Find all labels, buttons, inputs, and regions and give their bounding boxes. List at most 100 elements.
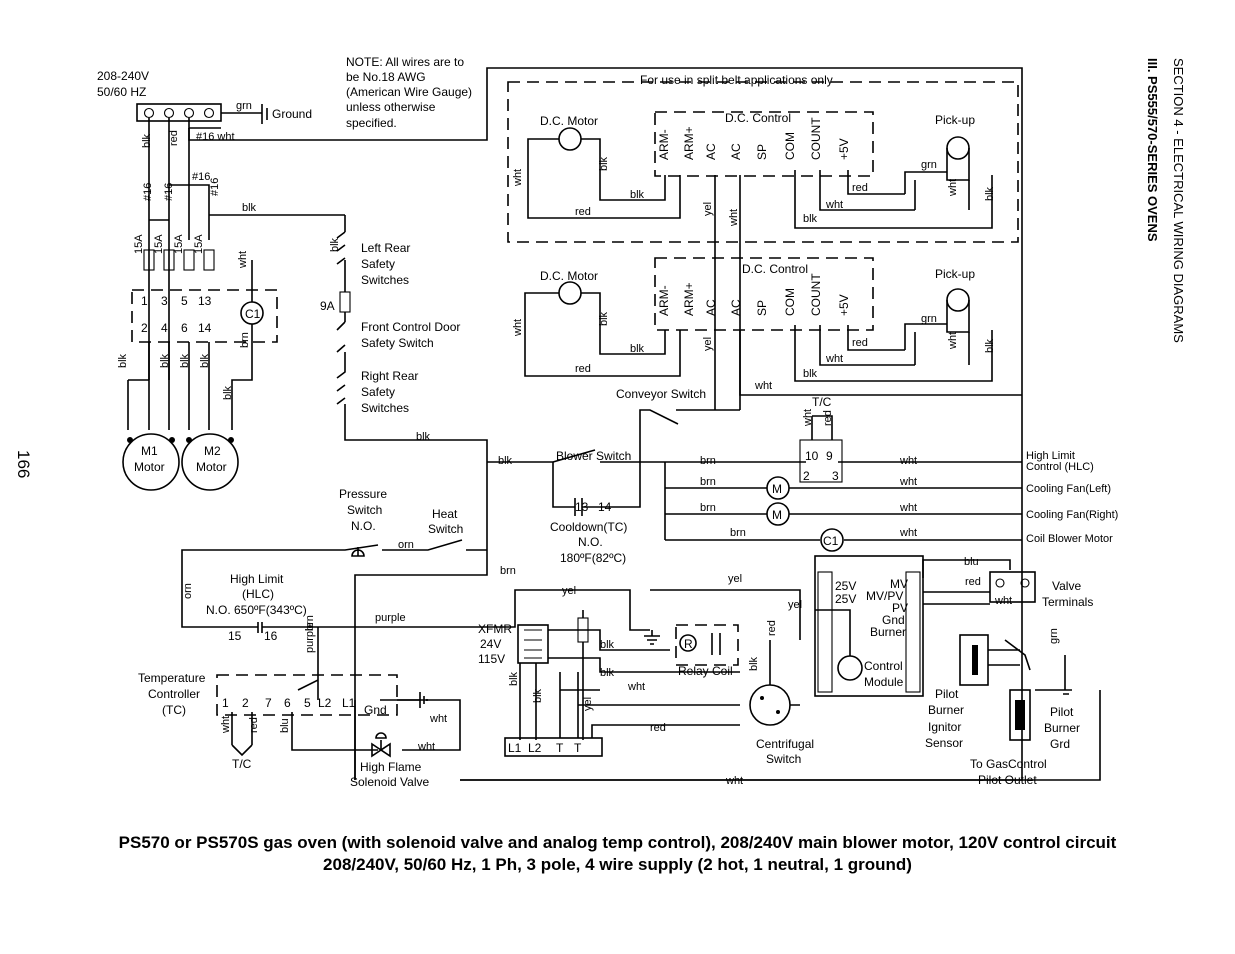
svg-text:M: M (772, 482, 782, 496)
control-module-connector-icon (837, 655, 863, 681)
svg-text:AC: AC (704, 143, 718, 160)
supply-frequency: 50/60 HZ (97, 85, 146, 99)
svg-text:Safety: Safety (361, 385, 395, 399)
svg-text:Controller: Controller (148, 687, 200, 701)
svg-text:MV: MV (890, 577, 908, 591)
svg-text:Terminals: Terminals (1042, 595, 1093, 609)
svg-text:blk: blk (179, 353, 191, 368)
svg-text:Centrifugal: Centrifugal (756, 737, 814, 751)
svg-text:brn: brn (700, 476, 716, 488)
svg-text:Switches: Switches (361, 273, 409, 287)
svg-text:blk: blk (532, 688, 544, 703)
svg-text:brn: brn (700, 502, 716, 514)
svg-text:blk: blk (630, 189, 645, 201)
neutral-wire-label: #16 wht (196, 131, 235, 143)
svg-text:5: 5 (181, 294, 188, 308)
svg-text:5: 5 (304, 696, 311, 710)
svg-text:wht: wht (825, 353, 843, 365)
svg-text:6: 6 (181, 321, 188, 335)
note-line-5: specified. (346, 116, 397, 130)
supply-voltage: 208-240V (97, 69, 149, 83)
svg-text:brn: brn (500, 565, 516, 577)
svg-text:blu: blu (279, 718, 291, 733)
svg-text:AC: AC (729, 143, 743, 160)
svg-text:brn: brn (304, 615, 316, 631)
svg-text:R: R (684, 637, 693, 651)
svg-text:L2: L2 (318, 696, 332, 710)
svg-text:SP: SP (755, 144, 769, 160)
svg-text:Cooling Fan(Left): Cooling Fan(Left) (1026, 483, 1111, 495)
svg-text:red: red (852, 337, 868, 349)
svg-text:#16: #16 (209, 178, 221, 196)
blower-motor-m2-icon (181, 433, 239, 491)
svg-text:blk: blk (242, 202, 257, 214)
svg-text:C1: C1 (823, 534, 839, 548)
svg-text:wht: wht (429, 713, 447, 725)
svg-text:+5V: +5V (837, 138, 851, 160)
svg-text:wht: wht (947, 179, 959, 197)
svg-text:ARM-: ARM- (657, 129, 671, 160)
svg-text:red: red (575, 206, 591, 218)
svg-text:grn: grn (921, 313, 937, 325)
svg-text:Valve: Valve (1052, 579, 1081, 593)
svg-text:brn: brn (730, 527, 746, 539)
svg-text:wht: wht (994, 595, 1012, 607)
svg-text:ARM+: ARM+ (682, 282, 696, 316)
temperature-controller (216, 674, 398, 716)
svg-text:COM: COM (783, 288, 797, 316)
front-door-safety-switch-icon (336, 321, 346, 362)
svg-text:wht: wht (899, 502, 917, 514)
svg-text:orn: orn (398, 539, 414, 551)
svg-text:3: 3 (161, 294, 168, 308)
svg-text:yel: yel (562, 585, 576, 597)
svg-text:L2: L2 (528, 741, 542, 755)
svg-text:blk: blk (329, 237, 341, 252)
svg-text:PV: PV (892, 601, 908, 615)
ground-icon (261, 104, 268, 124)
svg-text:MV/PV: MV/PV (866, 589, 903, 603)
svg-text:Solenoid Valve: Solenoid Valve (350, 775, 429, 789)
svg-text:blk: blk (748, 656, 760, 671)
svg-text:blk: blk (630, 343, 645, 355)
svg-text:D.C. Motor: D.C. Motor (540, 269, 598, 283)
contactor-c1 (131, 289, 278, 343)
valve-terminals-icon (989, 571, 1036, 603)
svg-text:wht: wht (825, 199, 843, 211)
left-rear-safety-switch-icon (336, 231, 346, 265)
svg-text:13: 13 (575, 500, 589, 514)
svg-text:13: 13 (198, 294, 212, 308)
svg-text:blk: blk (508, 671, 520, 686)
svg-text:wht: wht (947, 332, 959, 350)
svg-text:wht: wht (512, 169, 524, 187)
svg-text:N.O. 650ºF(343ºC): N.O. 650ºF(343ºC) (206, 603, 307, 617)
dc-control-lower (654, 257, 874, 331)
pressure-switch-icon (351, 547, 365, 557)
svg-text:Sensor: Sensor (925, 736, 963, 750)
svg-text:COUNT: COUNT (809, 273, 823, 316)
svg-text:Heat: Heat (432, 507, 458, 521)
svg-text:M: M (772, 508, 782, 522)
svg-text:2: 2 (242, 696, 249, 710)
pickup-lower-icon (946, 288, 970, 333)
svg-text:AC: AC (704, 299, 718, 316)
svg-text:red: red (965, 576, 981, 588)
high-flame-solenoid-valve-icon (371, 732, 391, 758)
svg-text:blk: blk (416, 431, 431, 443)
svg-text:14: 14 (598, 500, 612, 514)
ground-label: Ground (272, 107, 312, 121)
svg-text:M1: M1 (141, 444, 158, 458)
svg-text:15A: 15A (153, 234, 165, 254)
svg-text:15A: 15A (133, 234, 145, 254)
svg-text:Pilot Outlet: Pilot Outlet (978, 773, 1037, 787)
svg-text:Pick-up: Pick-up (935, 113, 975, 127)
svg-text:blu: blu (964, 556, 979, 568)
svg-text:180ºF(82ºC): 180ºF(82ºC) (560, 551, 626, 565)
pickup-upper-icon (946, 136, 970, 181)
svg-text:blk: blk (159, 353, 171, 368)
svg-text:Switches: Switches (361, 401, 409, 415)
coil-blower-motor-icon (820, 528, 844, 552)
svg-text:T/C: T/C (232, 757, 252, 771)
svg-text:To GasControl: To GasControl (970, 757, 1047, 771)
svg-text:T: T (574, 741, 582, 755)
